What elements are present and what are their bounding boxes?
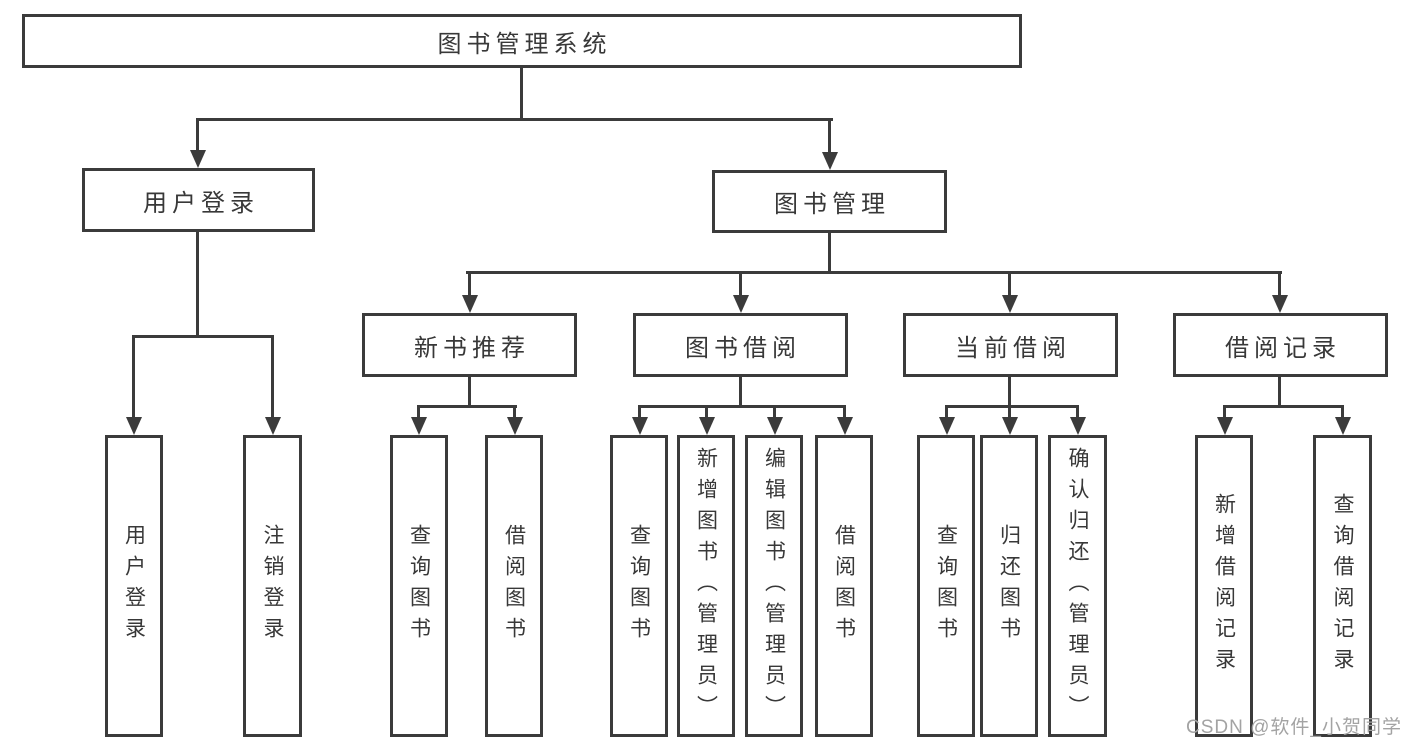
connector-shaft-cb-query: [945, 405, 948, 419]
connector-shaft-br-add: [1223, 405, 1226, 419]
leaf-current-borrow-query-books: 查询图书: [917, 435, 975, 737]
leaf-current-borrow-return-book: 归还图书: [980, 435, 1038, 737]
node-root-library-system: 图书管理系统: [22, 14, 1022, 68]
connector-shaft-leaf-logout: [271, 335, 274, 417]
connector-shaft-new-books: [468, 271, 471, 297]
connector-shaft-borrow-records: [1278, 271, 1281, 297]
leaf-new-books-borrow-books: 借阅图书: [485, 435, 543, 737]
node-book-borrow: 图书借阅: [633, 313, 848, 377]
arrow-to-book-management: [822, 152, 838, 170]
leaf-logout: 注销登录: [243, 435, 302, 737]
leaf-user-login: 用户登录: [105, 435, 163, 737]
connector-current-borrow-splitter: [945, 405, 1079, 408]
connector-borrow-records-stub: [1278, 377, 1281, 407]
leaf-book-borrow-add-book-admin: 新增图书（管理员）: [677, 435, 735, 737]
connector-shaft-book-management: [828, 118, 831, 154]
csdn-watermark: CSDN @软件_小贺同学: [1186, 717, 1402, 738]
arrow-to-borrow-records: [1272, 295, 1288, 313]
connector-shaft-leaf-user-login: [132, 335, 135, 417]
connector-shaft-nb-query: [417, 405, 420, 419]
connector-level3-splitter: [466, 271, 1282, 274]
connector-shaft-br-query: [1341, 405, 1344, 419]
node-book-management: 图书管理: [712, 170, 947, 233]
arrow-to-new-books: [462, 295, 478, 313]
leaf-book-borrow-edit-book-admin: 编辑图书（管理员）: [745, 435, 803, 737]
connector-book-borrow-stub: [739, 377, 742, 407]
node-borrow-records: 借阅记录: [1173, 313, 1388, 377]
node-current-borrow: 当前借阅: [903, 313, 1118, 377]
arrow-to-br-query: [1335, 417, 1351, 435]
connector-level2-splitter: [196, 118, 833, 121]
leaf-records-query-borrow-record: 查询借阅记录: [1313, 435, 1372, 737]
leaf-records-add-borrow-record: 新增借阅记录: [1195, 435, 1253, 737]
connector-current-borrow-stub: [1008, 377, 1011, 407]
connector-book-management-stub: [828, 233, 831, 273]
connector-shaft-book-borrow: [739, 271, 742, 297]
leaf-book-borrow-borrow-books: 借阅图书: [815, 435, 873, 737]
leaf-book-borrow-query-books: 查询图书: [610, 435, 668, 737]
connector-book-borrow-splitter: [638, 405, 846, 408]
arrow-to-leaf-user-login: [126, 417, 142, 435]
connector-root-stub: [520, 68, 523, 120]
connector-shaft-cb-confirm: [1076, 405, 1079, 419]
arrow-to-cb-query: [939, 417, 955, 435]
arrow-to-nb-borrow: [507, 417, 523, 435]
arrow-to-leaf-logout: [265, 417, 281, 435]
connector-shaft-cb-return: [1008, 405, 1011, 419]
connector-new-books-stub: [468, 377, 471, 407]
arrow-to-bb-add: [699, 417, 715, 435]
connector-shaft-user-login: [196, 118, 199, 152]
connector-shaft-bb-add: [705, 405, 708, 419]
arrow-to-book-borrow: [733, 295, 749, 313]
connector-user-login-splitter: [132, 335, 274, 338]
connector-user-login-stub: [196, 232, 199, 337]
arrow-to-bb-query: [632, 417, 648, 435]
connector-shaft-current-borrow: [1008, 271, 1011, 297]
node-new-books: 新书推荐: [362, 313, 577, 377]
arrow-to-cb-return: [1002, 417, 1018, 435]
leaf-new-books-query-books: 查询图书: [390, 435, 448, 737]
arrow-to-cb-confirm: [1070, 417, 1086, 435]
arrow-to-nb-query: [411, 417, 427, 435]
connector-shaft-bb-borrow: [843, 405, 846, 419]
arrow-to-user-login: [190, 150, 206, 168]
connector-new-books-splitter: [417, 405, 517, 408]
connector-shaft-bb-edit: [773, 405, 776, 419]
arrow-to-current-borrow: [1002, 295, 1018, 313]
leaf-current-borrow-confirm-return-admin: 确认归还（管理员）: [1048, 435, 1107, 737]
connector-shaft-nb-borrow: [513, 405, 516, 419]
connector-shaft-bb-query: [638, 405, 641, 419]
node-user-login: 用户登录: [82, 168, 315, 232]
arrow-to-br-add: [1217, 417, 1233, 435]
arrow-to-bb-edit: [767, 417, 783, 435]
connector-borrow-records-splitter: [1223, 405, 1344, 408]
arrow-to-bb-borrow: [837, 417, 853, 435]
